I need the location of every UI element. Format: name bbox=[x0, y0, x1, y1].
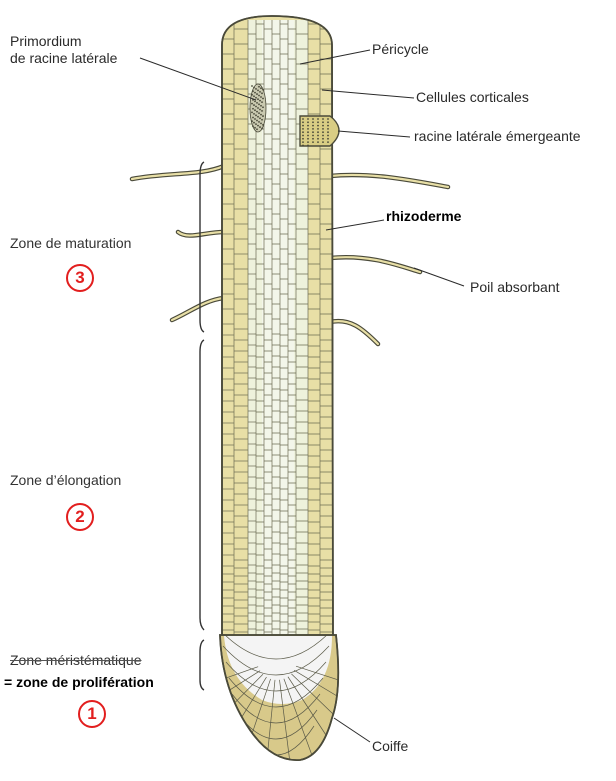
label-zone-proliferation: = zone de prolifération bbox=[4, 674, 154, 690]
label-cellules-corticales: Cellules corticales bbox=[416, 89, 529, 105]
root-cap bbox=[219, 634, 340, 761]
label-zone-maturation: Zone de maturation bbox=[10, 235, 132, 251]
root-body bbox=[221, 15, 334, 641]
label-pericycle: Péricycle bbox=[372, 41, 429, 57]
zone-1-badge: 1 bbox=[78, 700, 106, 728]
zone-3-badge: 3 bbox=[66, 264, 94, 292]
label-poil-absorbant: Poil absorbant bbox=[470, 279, 560, 295]
zone-2-badge: 2 bbox=[66, 503, 94, 531]
label-primordium: Primordium de racine latérale bbox=[10, 33, 117, 67]
label-zone-elongation: Zone d’élongation bbox=[10, 472, 122, 488]
label-primordium-line2: de racine latérale bbox=[10, 50, 118, 66]
label-racine-laterale: racine latérale émergeante bbox=[414, 128, 581, 144]
zone-brackets bbox=[199, 161, 205, 691]
label-coiffe: Coiffe bbox=[372, 738, 409, 754]
label-rhizoderme: rhizoderme bbox=[386, 208, 462, 224]
emerging-lateral-root bbox=[299, 115, 340, 147]
label-zone-meristematique: Zone méristématique bbox=[10, 652, 142, 668]
lateral-root-primordium bbox=[249, 83, 267, 133]
leader-lines bbox=[139, 49, 465, 743]
label-primordium-line1: Primordium bbox=[10, 33, 82, 49]
